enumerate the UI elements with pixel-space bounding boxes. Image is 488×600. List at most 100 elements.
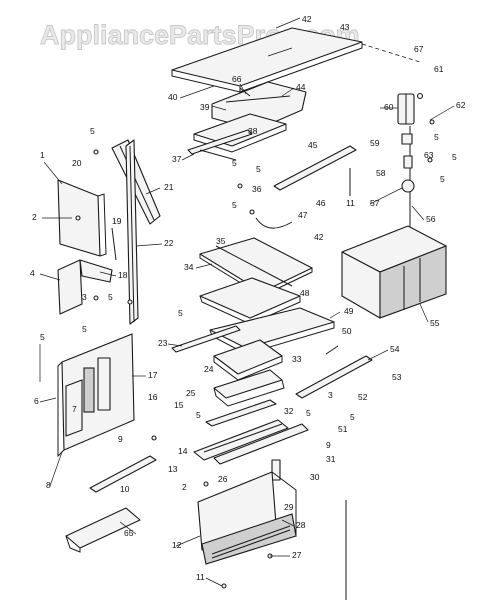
- rod-46: [273, 145, 357, 191]
- callout: 5: [90, 126, 95, 136]
- switch-assembly: [401, 92, 435, 232]
- callout: 15: [174, 400, 184, 410]
- callout: 1: [40, 150, 45, 160]
- callout: 24: [204, 364, 214, 374]
- channel-25: [213, 369, 285, 407]
- column-22: [125, 139, 139, 325]
- callout: 19: [112, 216, 122, 226]
- callout: 60: [384, 102, 394, 112]
- callout: 5: [306, 408, 311, 418]
- callout: 34: [184, 262, 194, 272]
- callout: 6: [34, 396, 39, 406]
- callout: 5: [40, 332, 45, 342]
- callout: 33: [292, 354, 302, 364]
- callout: 54: [390, 344, 400, 354]
- bracket-65: [65, 507, 141, 553]
- callout: 47: [298, 210, 308, 220]
- callout: 66: [232, 74, 242, 84]
- rail-23: [171, 325, 241, 353]
- callout: 27: [292, 550, 302, 560]
- strap-21: [111, 139, 161, 225]
- callout: 5: [440, 174, 445, 184]
- callout: 16: [148, 392, 158, 402]
- clip-30: [271, 459, 281, 481]
- callout: 42: [314, 232, 324, 242]
- callout: 9: [118, 434, 123, 444]
- callout: 40: [168, 92, 178, 102]
- callout: 5: [108, 292, 113, 302]
- callout: 62: [456, 100, 466, 110]
- bar-26: [213, 423, 309, 465]
- callout: 12: [172, 540, 182, 550]
- wire-47: [255, 217, 293, 229]
- callout: 25: [186, 388, 196, 398]
- callout: 5: [256, 164, 261, 174]
- hinge-bracket-18: [57, 259, 113, 315]
- callout: 17: [148, 370, 158, 380]
- callout: 67: [414, 44, 424, 54]
- callout: 2: [182, 482, 187, 492]
- shelf-34: [199, 237, 313, 297]
- callout: 56: [426, 214, 436, 224]
- rail-54: [295, 355, 373, 399]
- callout: 30: [310, 472, 320, 482]
- callout: 5: [232, 200, 237, 210]
- callout: 59: [370, 138, 380, 148]
- bottom-panel-12: [197, 471, 297, 565]
- callout: 38: [248, 126, 258, 136]
- callout: 65: [124, 528, 134, 538]
- oven-box-55: [341, 225, 447, 319]
- callout: 5: [350, 412, 355, 422]
- callout: 14: [178, 446, 188, 456]
- callout: 2: [32, 212, 37, 222]
- callout: 13: [168, 464, 178, 474]
- front-panel-17: [57, 333, 135, 458]
- callout: 52: [358, 392, 368, 402]
- callout: 5: [82, 324, 87, 334]
- callout: 3: [82, 292, 87, 302]
- callout: 39: [200, 102, 210, 112]
- callout: 5: [232, 158, 237, 168]
- callout: 4: [30, 268, 35, 278]
- callout: 28: [296, 520, 306, 530]
- callout: 36: [252, 184, 262, 194]
- callout: 61: [434, 64, 444, 74]
- callout: 8: [46, 480, 51, 490]
- callout: 57: [370, 198, 380, 208]
- callout: 51: [338, 424, 348, 434]
- callout: 31: [326, 454, 336, 464]
- callout: 23: [158, 338, 168, 348]
- callout: 45: [308, 140, 318, 150]
- callout: 20: [72, 158, 82, 168]
- callout: 44: [296, 82, 306, 92]
- rod-10: [89, 455, 157, 493]
- callout-numbers: 42 43 40 66 44 39 38 67 61 60 62 45 59 6…: [30, 14, 466, 582]
- channel-13: [193, 419, 289, 461]
- callout: 22: [164, 238, 174, 248]
- callout: 29: [284, 502, 294, 512]
- callout: 5: [452, 152, 457, 162]
- screws: [93, 149, 273, 589]
- callout: 5: [434, 132, 439, 142]
- callout: 50: [342, 326, 352, 336]
- callout: 11: [196, 572, 205, 582]
- callout: 32: [284, 406, 294, 416]
- callout: 21: [164, 182, 174, 192]
- callout: 58: [376, 168, 386, 178]
- callout: 7: [72, 404, 77, 414]
- frame-37: [187, 129, 253, 161]
- callout: 26: [218, 474, 228, 484]
- callout: 46: [316, 198, 326, 208]
- callout: 63: [424, 150, 434, 160]
- callout: 10: [120, 484, 130, 494]
- callout: 5: [178, 308, 183, 318]
- callout: 37: [172, 154, 182, 164]
- callout: 35: [216, 236, 226, 246]
- callout: 55: [430, 318, 440, 328]
- top-panel: [171, 27, 363, 93]
- control-bracket-60: [397, 93, 415, 125]
- callout: 5: [196, 410, 201, 420]
- bracket-19: [111, 227, 117, 261]
- callout: 9: [326, 440, 331, 450]
